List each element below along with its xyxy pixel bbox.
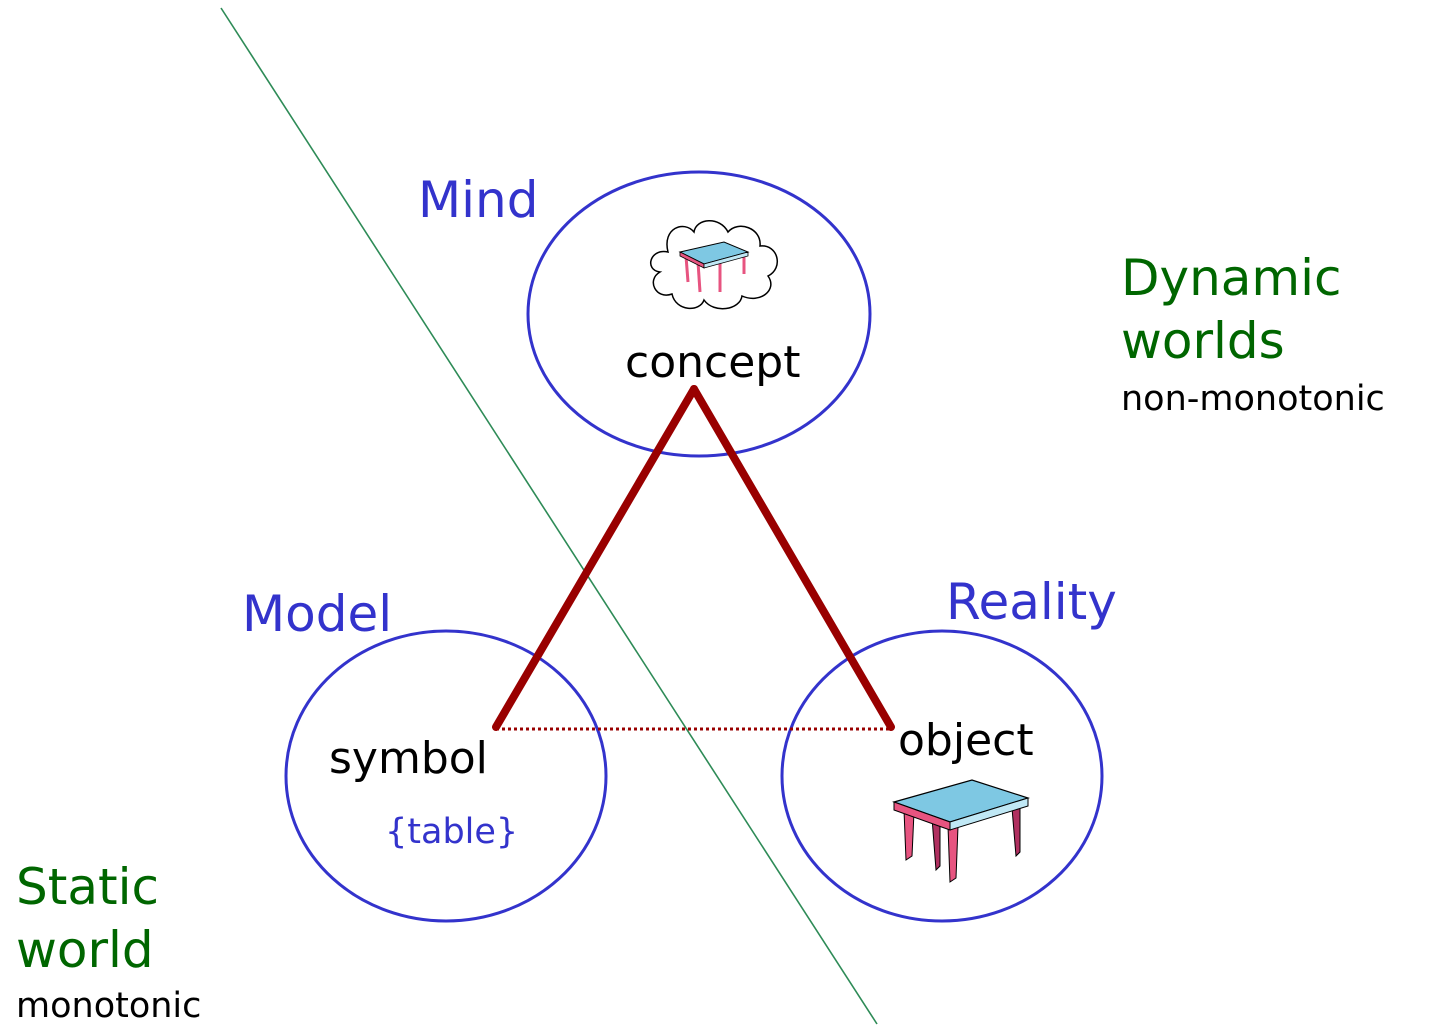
symbol-label: symbol [329, 733, 488, 784]
table-icon [892, 779, 1030, 883]
reality-label: Reality [946, 573, 1117, 631]
static-world-note: monotonic [16, 986, 202, 1026]
mind-circle [526, 170, 872, 458]
static-world-title-line2: world [16, 921, 154, 979]
dynamic-worlds-note: non-monotonic [1121, 379, 1385, 419]
concept-label: concept [625, 337, 801, 388]
world-divider-line [220, 7, 878, 1025]
model-label: Model [242, 585, 393, 643]
dynamic-worlds-title-line1: Dynamic [1121, 249, 1342, 307]
mind-label: Mind [418, 171, 539, 229]
concept-object-edge [690, 385, 895, 731]
dynamic-worlds-title-line2: worlds [1121, 312, 1285, 370]
object-label: object [898, 715, 1034, 766]
symbol-example-label: {table} [385, 812, 519, 852]
model-circle [284, 629, 608, 923]
static-world-title-line1: Static [16, 858, 159, 916]
reality-circle [780, 629, 1104, 923]
concept-symbol-edge [492, 385, 698, 731]
thought-cloud-table-icon [650, 220, 778, 310]
